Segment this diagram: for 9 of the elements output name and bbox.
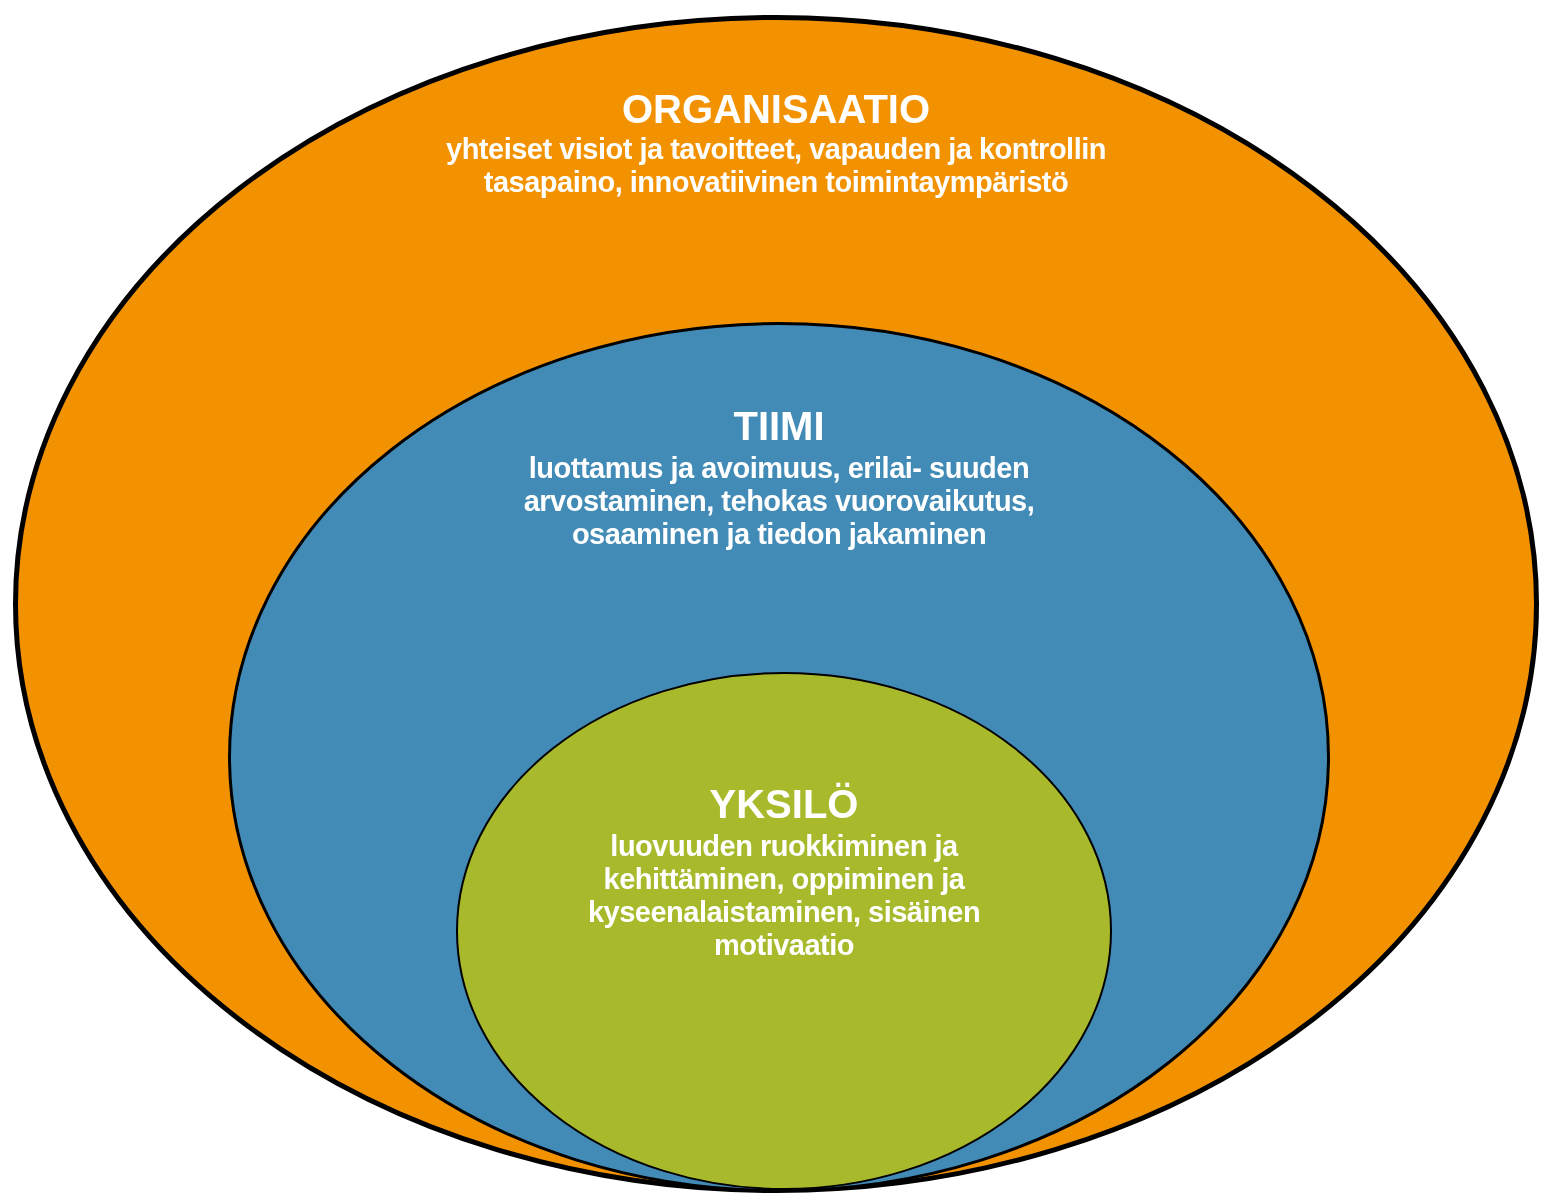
ellipse-region — [228, 322, 1330, 1192]
region-heading: TIIMI — [733, 404, 825, 448]
region-description: yhteiset visiot ja tavoitteet, vapauden ja kontrollin tasapaino, innovatiivinen toimintaympäristö — [445, 133, 1107, 199]
region-heading: ORGANISAATIO — [621, 87, 931, 131]
region-heading: YKSILÖ — [709, 782, 859, 826]
ellipse-region — [13, 15, 1539, 1193]
region-description: luovuuden ruokkiminen ja kehittäminen, oppiminen ja kyseenalaistaminen, sisäinen motivaatio — [586, 830, 982, 962]
region-description: luottamus ja avoimuus, erilai- suuden arvostaminen, tehokas vuorovaikutus, osaaminen ja tiedon jakaminen — [522, 452, 1036, 551]
ellipse-region — [456, 672, 1112, 1190]
